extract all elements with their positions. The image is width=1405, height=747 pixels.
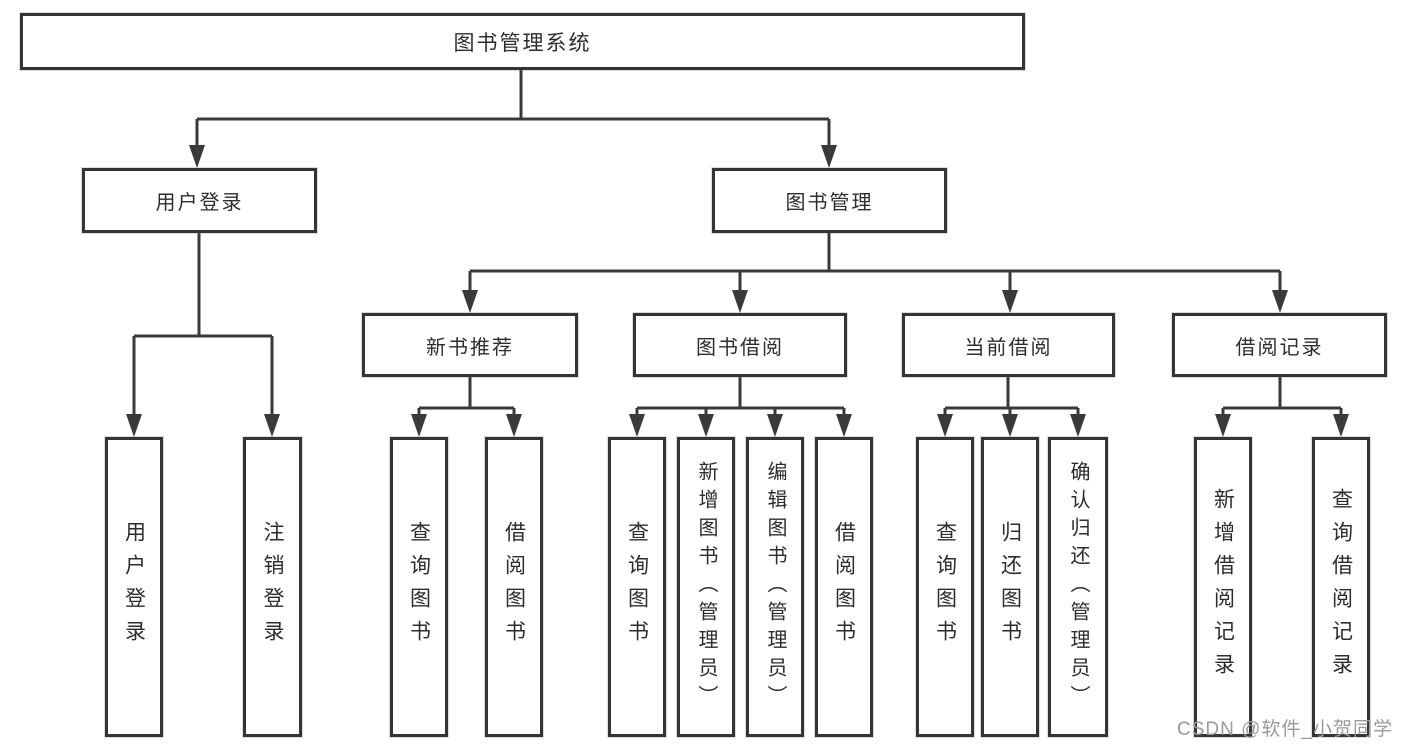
node-label: 当前借阅 (964, 336, 1053, 359)
node-label: 归还图书 (998, 521, 1022, 653)
arrow-down-icon (1333, 414, 1349, 437)
node-label: 新书推荐 (426, 336, 514, 359)
arrow-down-icon (264, 414, 280, 437)
watermark: CSDN @软件_小贺同学 (1177, 719, 1393, 740)
node-label: 图书借阅 (696, 336, 784, 359)
node-label: 借阅记录 (1235, 336, 1324, 359)
leaf-add-borrow-record: 新增借阅记录 (1194, 437, 1252, 737)
arrow-down-icon (698, 414, 714, 437)
node-label: 用户登录 (122, 521, 146, 653)
leaf-return-books: 归还图书 (981, 437, 1039, 737)
node-new-book-recommendation: 新书推荐 (362, 313, 578, 377)
node-label: 新增借阅记录 (1211, 488, 1235, 686)
node-label: 新增图书（管理员） (695, 461, 717, 713)
arrow-down-icon (1002, 414, 1018, 437)
leaf-borrow-books-borrowing: 借阅图书 (815, 437, 873, 737)
arrow-down-icon (732, 290, 748, 313)
arrow-down-icon (1002, 290, 1018, 313)
arrow-down-icon (821, 145, 837, 168)
node-label: 编辑图书（管理员） (764, 461, 786, 713)
leaf-logout: 注销登录 (243, 437, 302, 737)
arrow-down-icon (411, 414, 427, 437)
node-user-login: 用户登录 (82, 168, 317, 233)
node-current-borrowing: 当前借阅 (902, 313, 1115, 377)
arrow-down-icon (629, 414, 645, 437)
arrowheads (126, 145, 1349, 437)
node-book-management: 图书管理 (712, 168, 947, 233)
leaf-query-books-recommend: 查询图书 (390, 437, 448, 737)
arrow-down-icon (836, 414, 852, 437)
leaf-edit-books-admin: 编辑图书（管理员） (746, 437, 804, 737)
arrow-down-icon (126, 414, 142, 437)
arrow-down-icon (1215, 414, 1231, 437)
arrow-down-icon (506, 414, 522, 437)
leaf-query-borrow-record: 查询借阅记录 (1312, 437, 1370, 737)
node-label: 图书管理 (785, 192, 874, 214)
arrow-down-icon (767, 414, 783, 437)
arrow-down-icon (1070, 414, 1086, 437)
leaf-confirm-return-admin: 确认归还（管理员） (1048, 437, 1108, 737)
arrow-down-icon (189, 145, 205, 168)
node-label: 借阅图书 (502, 521, 526, 653)
leaf-query-books-borrowing: 查询图书 (608, 437, 666, 737)
node-label: 查询借阅记录 (1329, 488, 1353, 686)
node-borrowing-records: 借阅记录 (1172, 313, 1387, 377)
arrow-down-icon (1272, 290, 1288, 313)
node-label: 确认归还（管理员） (1067, 461, 1089, 713)
arrow-down-icon (462, 290, 478, 313)
leaf-add-books-admin: 新增图书（管理员） (677, 437, 735, 737)
node-book-management-system: 图书管理系统 (20, 13, 1025, 70)
arrow-down-icon (937, 414, 953, 437)
node-label: 图书管理系统 (453, 31, 592, 55)
node-label: 借阅图书 (832, 521, 856, 653)
node-label: 用户登录 (155, 192, 244, 214)
node-label: 查询图书 (933, 521, 957, 653)
node-label: 注销登录 (261, 521, 284, 653)
node-book-borrowing: 图书借阅 (633, 313, 847, 377)
leaf-query-books-current: 查询图书 (916, 437, 974, 737)
node-label: 查询图书 (407, 521, 431, 653)
leaf-user-login: 用户登录 (105, 437, 163, 737)
node-label: 查询图书 (625, 521, 649, 653)
leaf-borrow-books-recommend: 借阅图书 (485, 437, 543, 737)
